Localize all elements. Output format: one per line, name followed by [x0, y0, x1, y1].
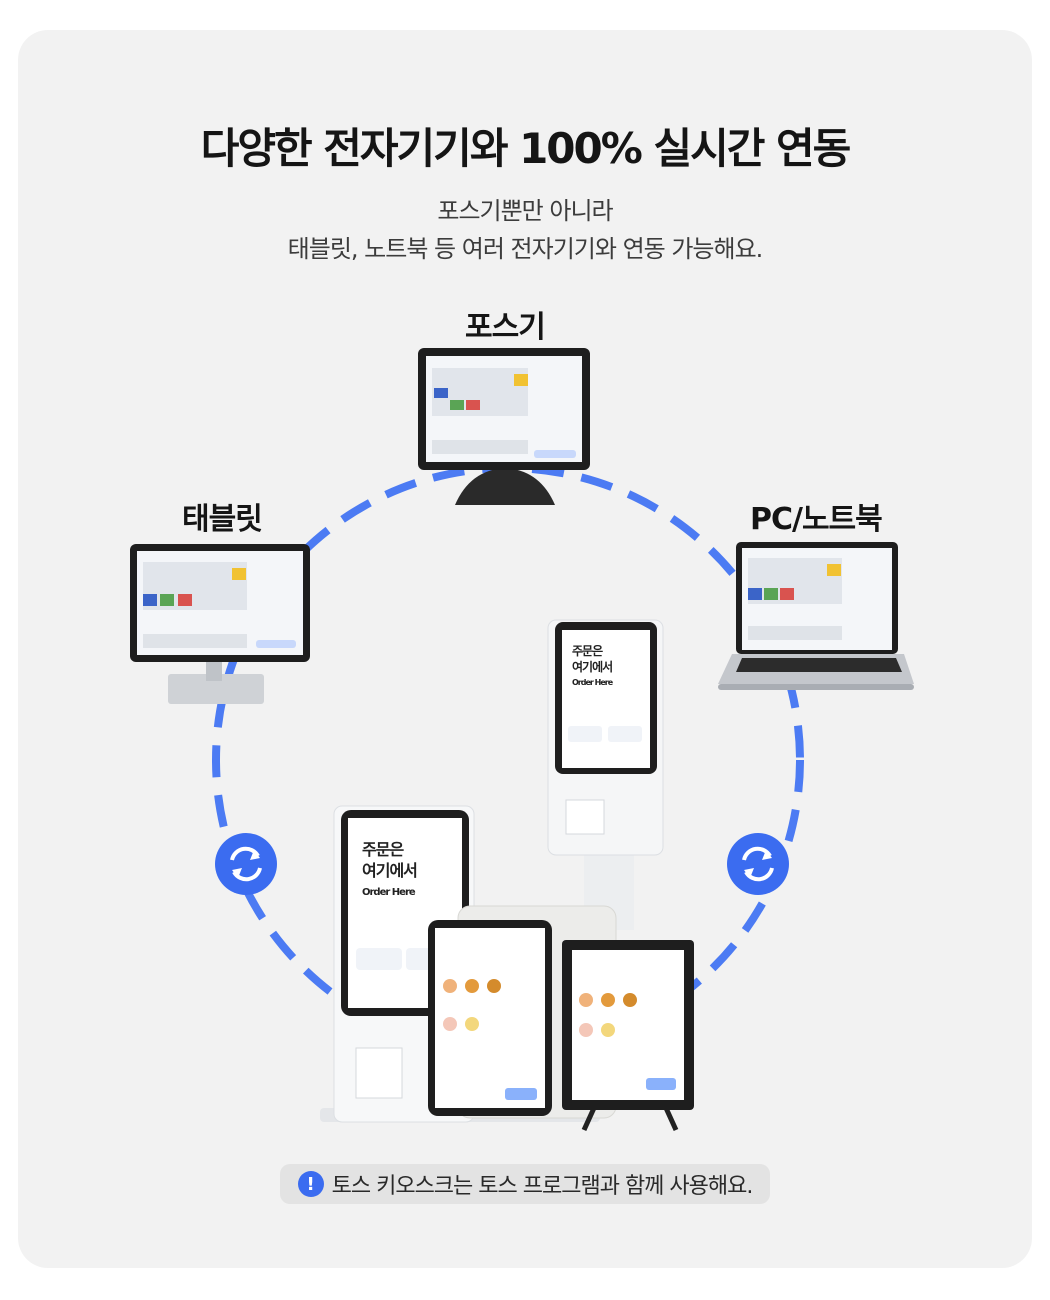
- easel-tablet-device: [562, 940, 694, 1132]
- small-kiosk-line-2: 여기에서: [572, 659, 613, 674]
- laptop-device: [718, 542, 914, 690]
- large-kiosk-line-1: 주문은: [362, 840, 404, 859]
- tablet-device: [130, 544, 310, 704]
- pos-label: 포스기: [465, 310, 546, 345]
- pos-device: [418, 348, 590, 505]
- large-kiosk-line-3: Order Here: [362, 886, 416, 898]
- sync-icon-left: [215, 833, 277, 895]
- small-kiosk-device: [547, 619, 664, 930]
- page-subtitle: 포스기뿐만 아니라 태블릿, 노트북 등 여러 전자기기와 연동 가능해요.: [0, 192, 1050, 268]
- page-title: 다양한 전자기기와 100% 실시간 연동: [200, 124, 852, 173]
- small-kiosk-line-3: Order Here: [572, 678, 613, 688]
- subtitle-line-2: 태블릿, 노트북 등 여러 전자기기와 연동 가능해요.: [287, 235, 764, 263]
- large-kiosk-line-2: 여기에서: [362, 860, 418, 880]
- notice-banner: ! 토스 키오스크는 토스 프로그램과 함께 사용해요.: [280, 1164, 770, 1204]
- tablet-label: 태블릿: [182, 502, 263, 537]
- subtitle-line-1: 포스기뿐만 아니라: [437, 197, 613, 225]
- pc-label: PC/노트북: [750, 502, 883, 537]
- large-kiosk-screen-text: 주문은 여기에서 Order Here: [362, 840, 418, 899]
- small-kiosk-screen-text: 주문은 여기에서 Order Here: [572, 644, 613, 689]
- small-kiosk-line-1: 주문은: [572, 644, 603, 658]
- notice-text: 토스 키오스크는 토스 프로그램과 함께 사용해요.: [331, 1174, 754, 1199]
- exclamation-icon: !: [297, 1171, 324, 1197]
- sync-icon-right: [727, 833, 789, 895]
